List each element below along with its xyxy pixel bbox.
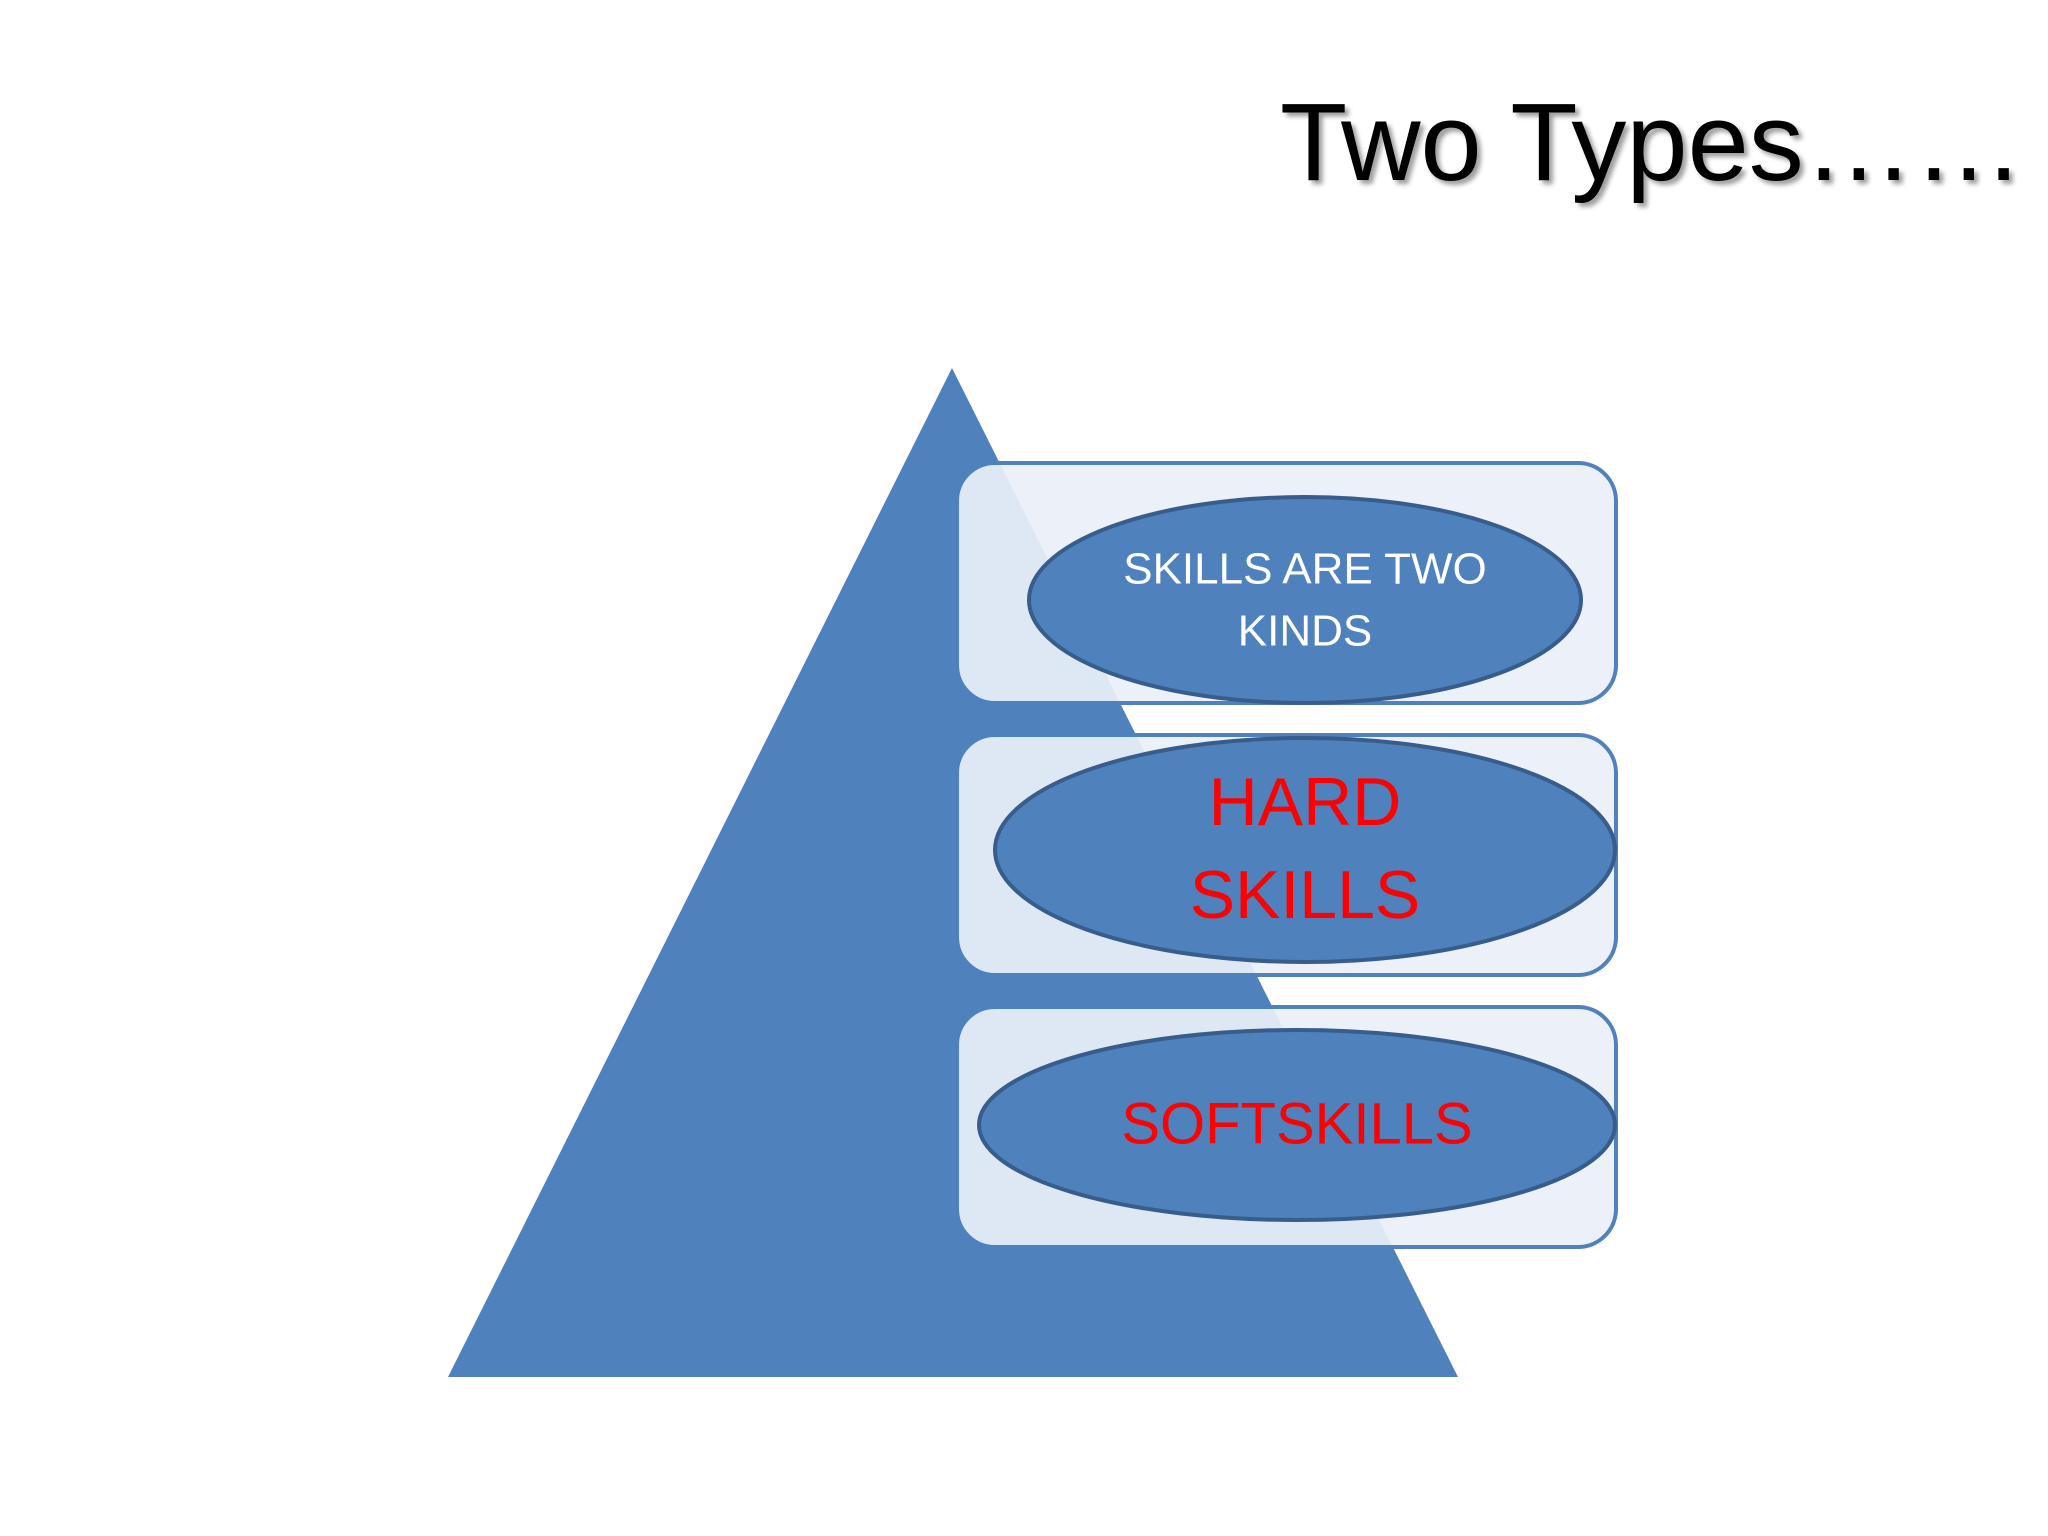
level-2-line-2: SKILLS xyxy=(1190,857,1421,933)
level-ellipse-1 xyxy=(1027,495,1583,705)
level-ellipse-2 xyxy=(993,736,1617,964)
level-3-line-1: SOFTSKILLS xyxy=(1121,1091,1472,1156)
level-2-line-1: HARD xyxy=(1209,764,1402,840)
level-ellipse-3 xyxy=(977,1028,1617,1222)
slide-title: Two Types…… xyxy=(1280,81,2024,204)
level-1-line-2: KINDS xyxy=(1238,607,1372,656)
level-1-line-1: SKILLS ARE TWO xyxy=(1123,545,1487,594)
